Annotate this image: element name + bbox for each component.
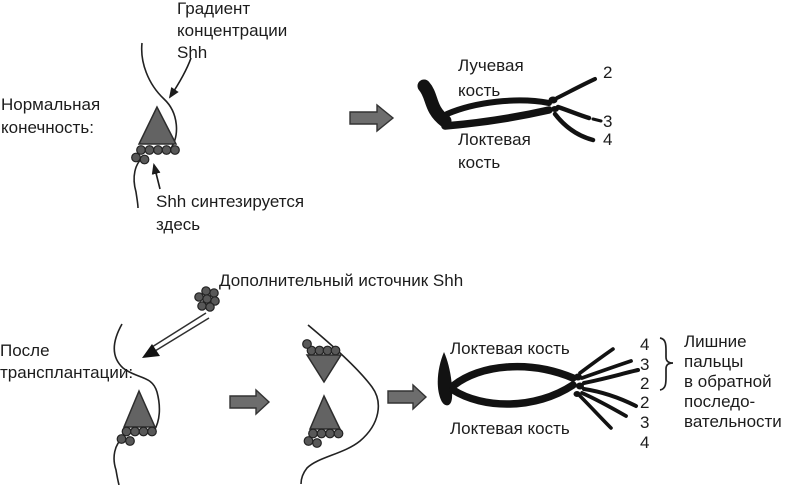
digit-3-bone xyxy=(555,104,592,121)
digit-2-bone xyxy=(555,77,597,100)
digit-number: 2 xyxy=(603,63,613,82)
brace-icon xyxy=(659,337,674,391)
upper-ulna-bone xyxy=(449,362,577,390)
arrow-right-icon xyxy=(229,388,271,416)
digit-number: 4 xyxy=(640,335,650,354)
wrist-bone xyxy=(576,382,584,390)
humerus-bone xyxy=(417,79,452,128)
extra-shh-cluster xyxy=(194,286,220,312)
normal-limb-bud xyxy=(131,42,192,209)
normal-limb-skeleton xyxy=(417,77,603,143)
ulna-bone xyxy=(441,106,553,130)
grafted-shh-cells xyxy=(302,339,341,356)
digit-number: 4 xyxy=(640,433,650,452)
transplant-row-label: После трансплантации: xyxy=(0,341,134,382)
digit-4-bone xyxy=(578,394,613,430)
gradient-pointer-arrow xyxy=(168,57,192,99)
shh-gradient-triangle-icon xyxy=(122,389,157,428)
shh-source-cells xyxy=(131,145,180,165)
duplicated-limb-skeleton xyxy=(437,347,640,430)
arrow-right-icon xyxy=(387,383,428,411)
limb-bud-outline-lower xyxy=(113,436,125,485)
digit-3-bone xyxy=(580,391,628,418)
transplant-arrow xyxy=(142,312,210,358)
lower-ulna-label: Локтевая кость xyxy=(450,419,570,438)
digit-number: 3 xyxy=(603,112,613,131)
digit-number: 4 xyxy=(603,130,613,149)
digit-3-bone xyxy=(580,359,633,380)
radius-bone xyxy=(444,97,552,117)
limb-bud-outline xyxy=(300,324,380,485)
normal-limb-row-label: Нормальная конечность: xyxy=(1,95,101,137)
gradient-label: Градиент концентрации Shh xyxy=(177,0,288,62)
wrist-bone xyxy=(574,373,582,381)
shh-gradient-triangle-icon xyxy=(308,394,342,430)
limb-bud-outline-upper xyxy=(113,323,161,432)
digit-4-bone xyxy=(552,111,596,143)
shh-gradient-triangle-icon xyxy=(137,105,178,145)
arrow-right-icon xyxy=(349,103,395,133)
inverted-gradient-triangle-icon xyxy=(305,354,343,384)
synthesis-site-label: Shh синтезируется здесь xyxy=(156,192,305,234)
digit-number: 2 xyxy=(640,393,650,412)
digit-2-bone xyxy=(582,368,640,385)
radius-bone-label: Лучевая кость xyxy=(458,56,524,100)
upper-ulna-label: Локтевая кость xyxy=(450,339,570,358)
digit-number: 3 xyxy=(640,413,650,432)
extra-source-label: Дополнительный источник Shh xyxy=(219,271,464,290)
ulna-bone-label: Локтевая кость xyxy=(458,130,531,172)
digit-4-bone xyxy=(578,347,615,375)
digit-number: 2 xyxy=(640,374,650,393)
shh-source-cells xyxy=(303,428,344,448)
extra-digits-note: Лишние пальцы в обратной последо- ватель… xyxy=(684,332,782,431)
limb-bud-outline-upper xyxy=(140,42,178,152)
shh-source-cells xyxy=(116,426,157,446)
mirror-gradient-limb-bud xyxy=(300,324,380,485)
digit-3-tip xyxy=(591,117,603,123)
synthesis-pointer-arrow xyxy=(151,163,161,190)
lower-ulna-bone xyxy=(449,381,577,408)
digit-number: 3 xyxy=(640,355,650,374)
digit-2-bone xyxy=(582,387,638,408)
grafted-limb-bud xyxy=(113,323,161,485)
limb-bud-outline-lower xyxy=(133,155,146,209)
humerus-bone xyxy=(437,352,453,406)
